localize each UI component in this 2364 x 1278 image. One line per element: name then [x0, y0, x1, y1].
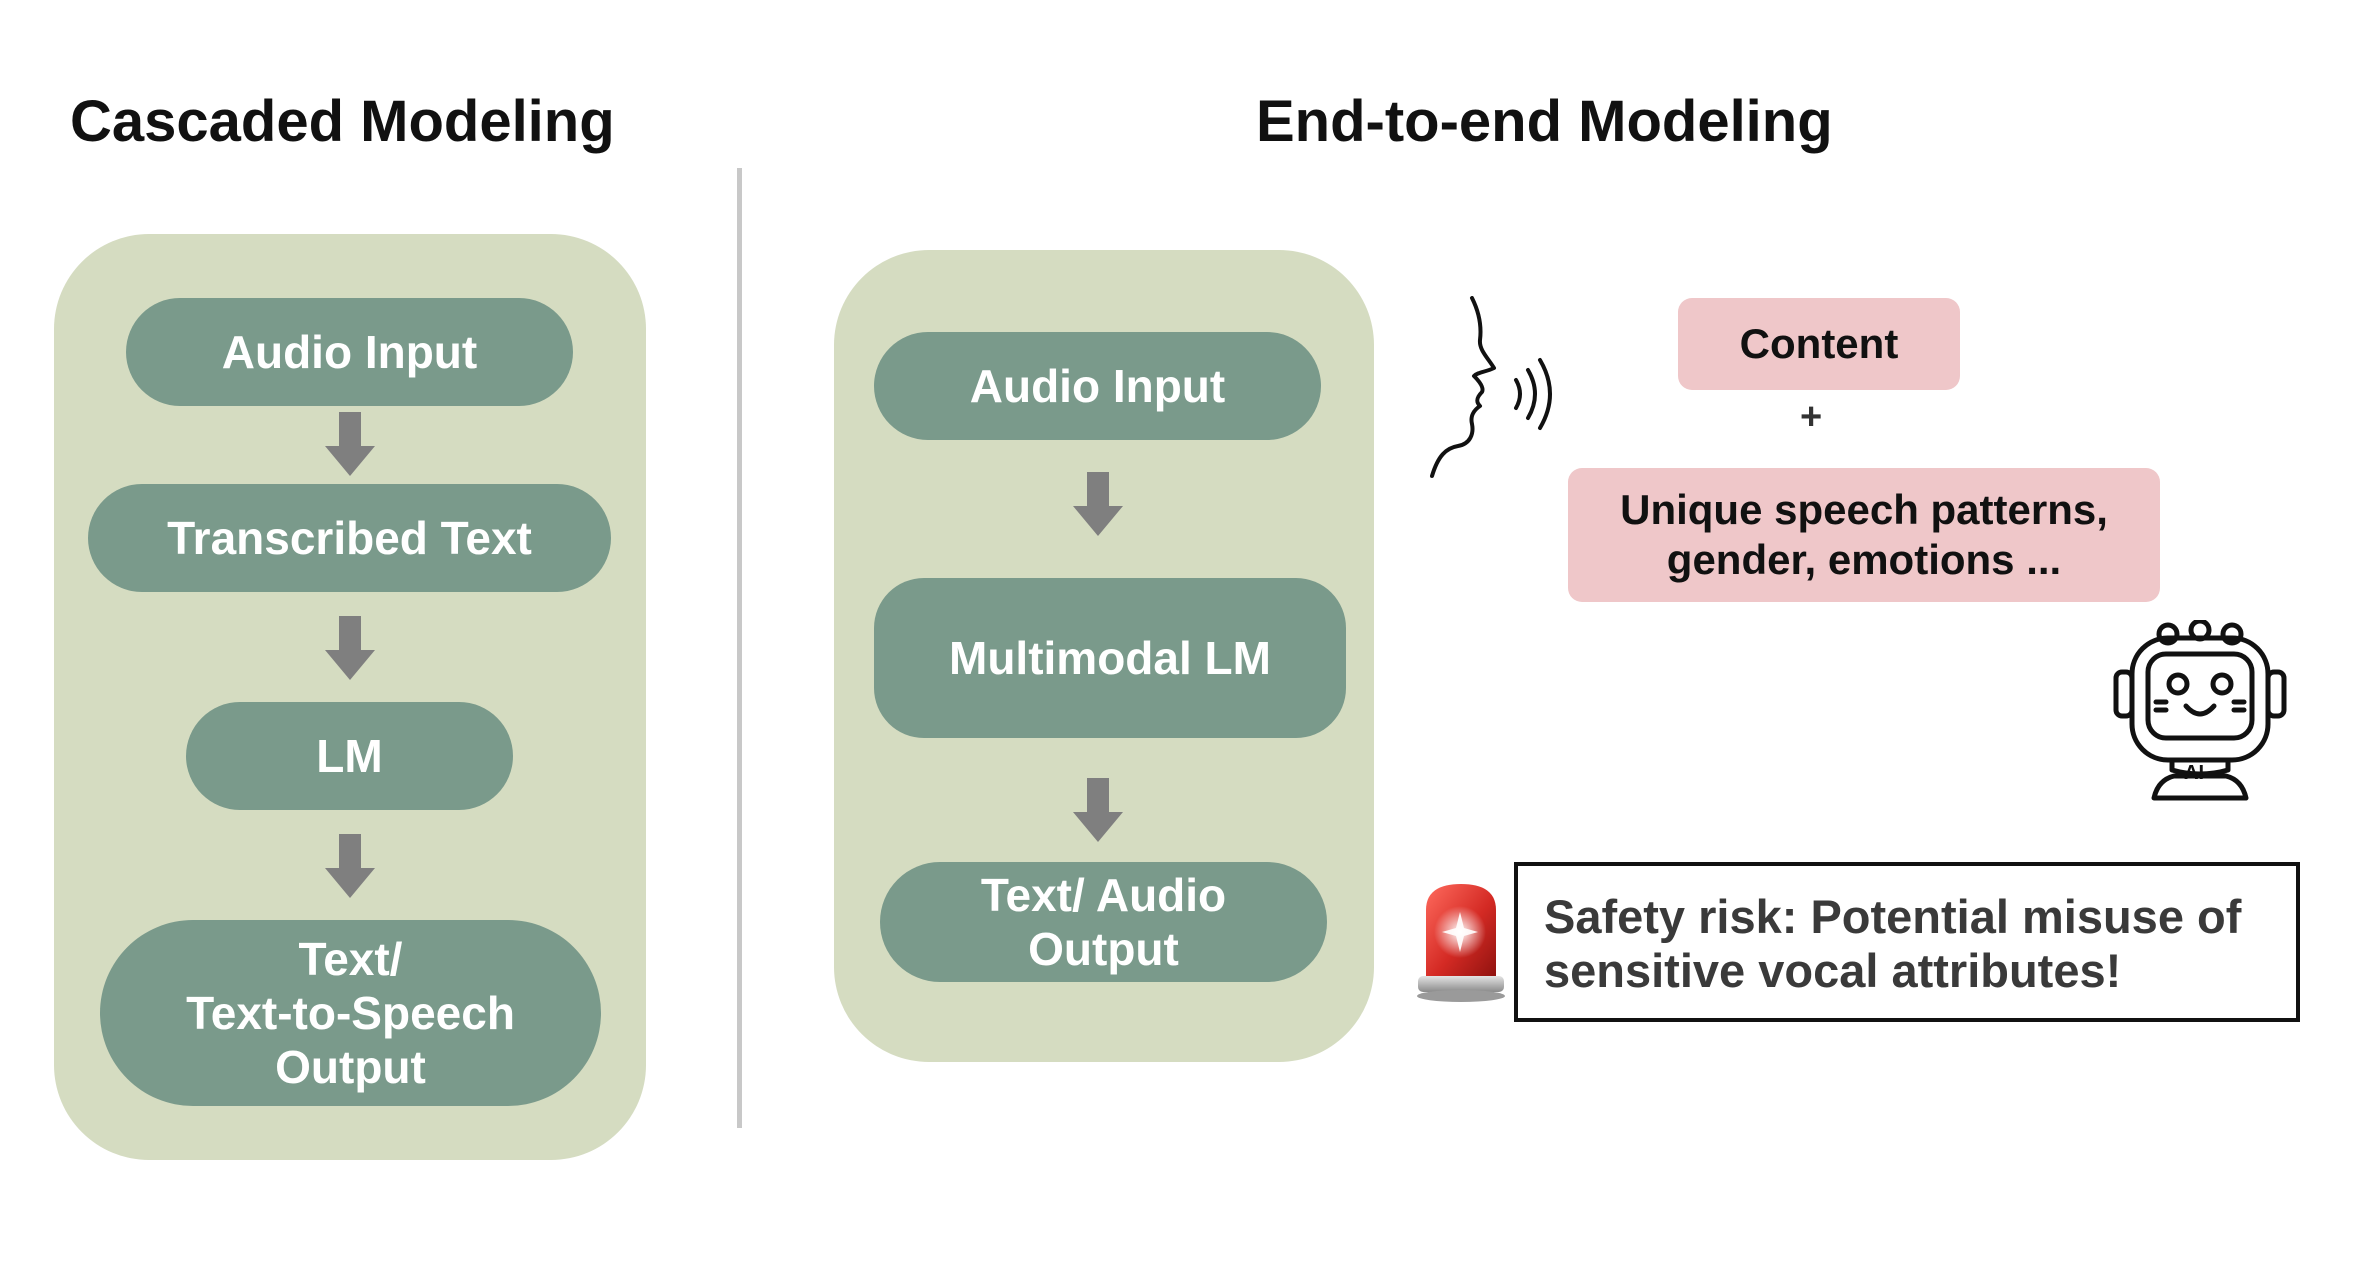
content-tag-label: Content — [1739, 319, 1899, 367]
end-to-end-title: End-to-end Modeling — [1256, 89, 1833, 154]
down-arrow-icon — [1073, 778, 1123, 842]
step-label: Audio Input — [221, 325, 478, 378]
safety-risk-box: Safety risk: Potential misuse of sensiti… — [1514, 862, 2300, 1022]
cascaded-audio-input-step: Audio Input — [126, 298, 573, 406]
step-label: Transcribed Text — [167, 511, 532, 564]
cascaded-title: Cascaded Modeling — [70, 89, 615, 154]
robot-icon — [2113, 620, 2287, 801]
speaking-head-icon — [1430, 296, 1552, 478]
e2e-multimodal-lm-step: Multimodal LM — [874, 578, 1346, 738]
step-label: Text/ Audio Output — [980, 868, 1227, 975]
section-divider — [737, 168, 742, 1128]
down-arrow-icon — [325, 616, 375, 680]
cascaded-output-step: Text/ Text-to-Speech Output — [100, 920, 601, 1106]
down-arrow-icon — [325, 834, 375, 898]
plus-sign: + — [1800, 396, 1823, 438]
step-label: Audio Input — [969, 359, 1226, 412]
step-label: LM — [316, 729, 383, 782]
e2e-audio-input-step: Audio Input — [874, 332, 1321, 440]
cascaded-lm-step: LM — [186, 702, 513, 810]
down-arrow-icon — [325, 412, 375, 476]
siren-icon — [1417, 884, 1505, 1002]
e2e-output-step: Text/ Audio Output — [880, 862, 1327, 982]
cascaded-transcribed-text-step: Transcribed Text — [88, 484, 611, 592]
speech-attributes-label: Unique speech patterns, gender, emotions… — [1620, 485, 2108, 583]
content-tag: Content — [1678, 298, 1960, 390]
step-label: Multimodal LM — [949, 631, 1271, 684]
step-label: Text/ Text-to-Speech Output — [186, 932, 515, 1094]
robot-badge: AI — [2184, 762, 2204, 784]
down-arrow-icon — [1073, 472, 1123, 536]
speech-attributes-tag: Unique speech patterns, gender, emotions… — [1568, 468, 2160, 602]
